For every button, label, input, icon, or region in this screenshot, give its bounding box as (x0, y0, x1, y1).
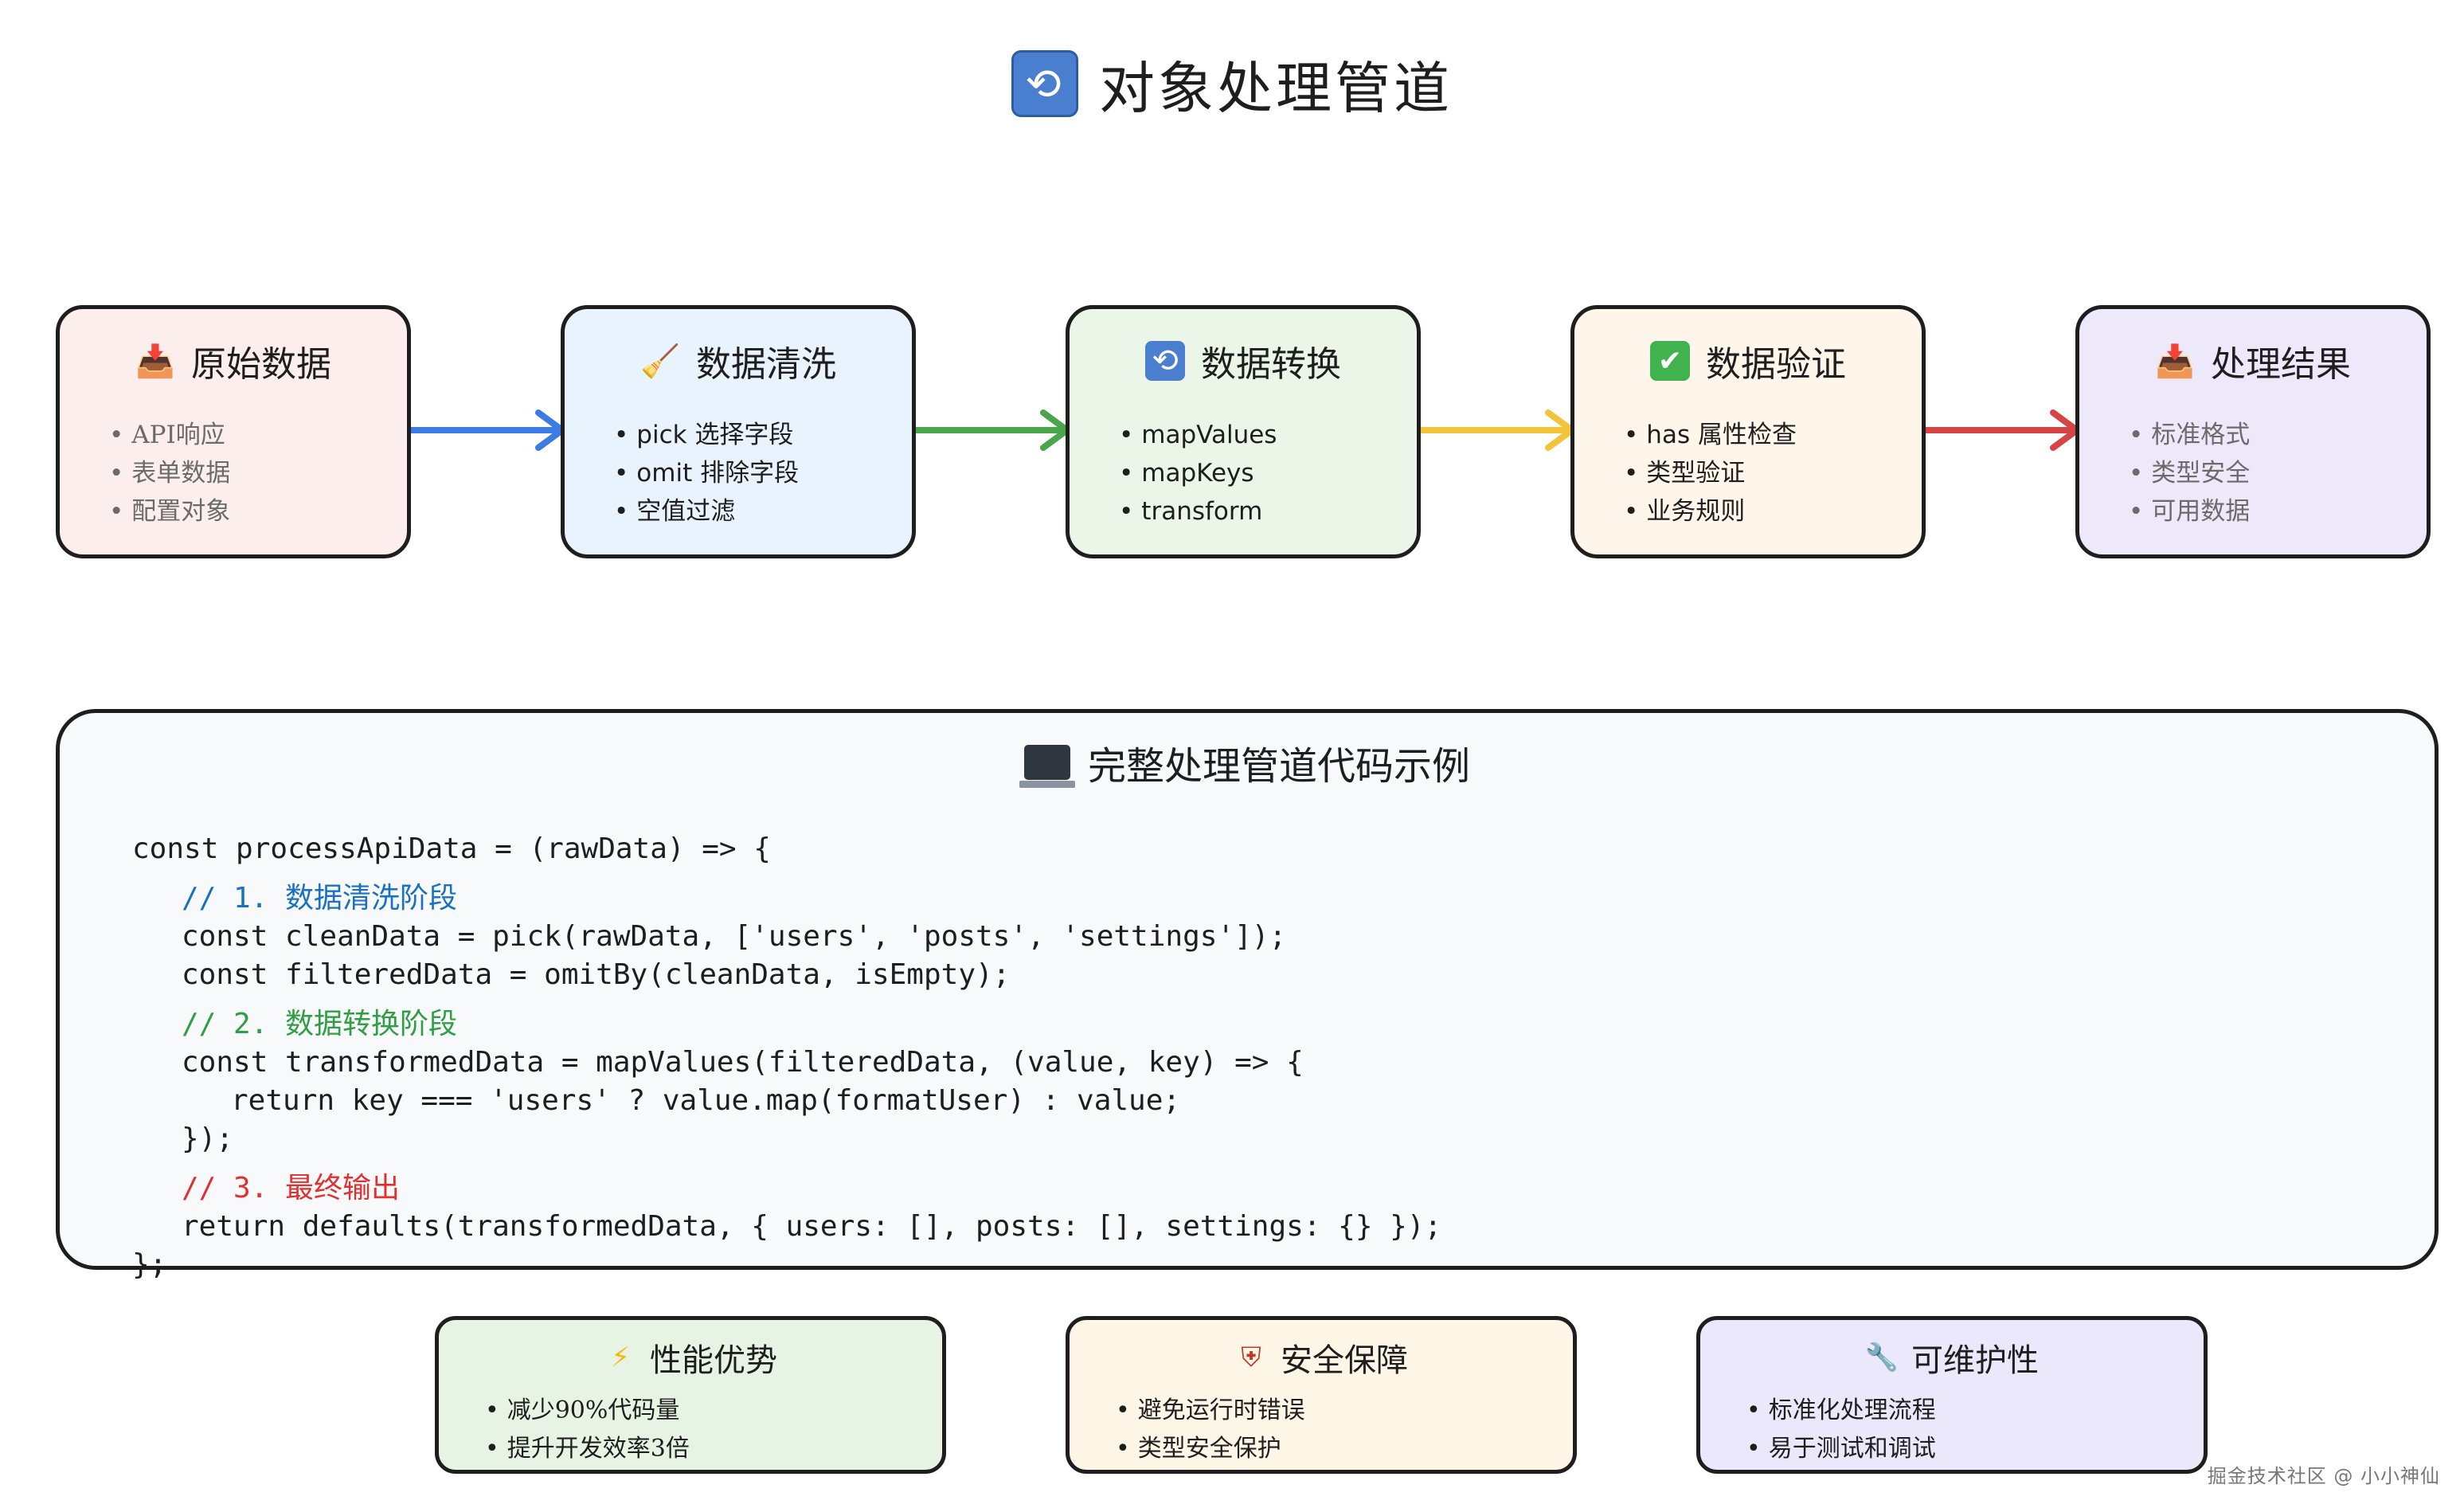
benefit-header: ⚡ 性能优势 (439, 1334, 942, 1381)
list-item: mapValues (1119, 416, 1417, 454)
list-item: mapKeys (1119, 454, 1417, 492)
benefit-items: 标准化处理流程 易于测试和调试 (1700, 1392, 2204, 1468)
broom-icon: 🧹 (640, 343, 680, 380)
list-item: 减少90%代码量 (485, 1392, 942, 1430)
list-item: 空值过滤 (614, 492, 912, 531)
code-line: const cleanData = pick(rawData, ['users'… (182, 920, 1287, 953)
check-mark-icon: ✔ (1650, 341, 1690, 381)
list-item: pick 选择字段 (614, 416, 912, 454)
benefit-header: 🔧 可维护性 (1700, 1334, 2204, 1381)
stage-header: ✔ 数据验证 (1574, 333, 1922, 389)
shield-icon: ⛨ (1241, 1342, 1261, 1373)
stage-data-cleaning: 🧹 数据清洗 pick 选择字段 omit 排除字段 空值过滤 (561, 305, 916, 558)
stage-title: 原始数据 (191, 344, 331, 385)
code-comment: // 1. 数据清洗阶段 (182, 882, 458, 915)
wrench-icon: 🔧 (1864, 1342, 1899, 1373)
stage-result: 📥 处理结果 标准格式 类型安全 可用数据 (2075, 305, 2431, 558)
list-item: 表单数据 (109, 454, 407, 492)
list-item: 业务规则 (1624, 492, 1922, 531)
code-line: const filteredData = omitBy(cleanData, i… (182, 958, 1011, 991)
stage-title: 数据验证 (1706, 344, 1846, 385)
stage-title: 数据清洗 (696, 344, 836, 385)
code-line: return defaults(transformedData, { users… (182, 1210, 1442, 1243)
stage-items: has 属性检查 类型验证 业务规则 (1574, 416, 1922, 531)
list-item: 提升开发效率3倍 (485, 1430, 942, 1468)
code-comment: // 3. 最终输出 (182, 1172, 401, 1205)
code-line: const transformedData = mapValues(filter… (182, 1046, 1304, 1079)
code-line: }; (132, 1248, 167, 1281)
flow-arrow (1926, 406, 2082, 454)
benefit-items: 减少90%代码量 提升开发效率3倍 (439, 1392, 942, 1468)
list-item: 类型验证 (1624, 454, 1922, 492)
benefit-safety: ⛨ 安全保障 避免运行时错误 类型安全保护 (1066, 1316, 1577, 1474)
benefit-performance: ⚡ 性能优势 减少90%代码量 提升开发效率3倍 (435, 1316, 946, 1474)
benefit-maintainability: 🔧 可维护性 标准化处理流程 易于测试和调试 (1696, 1316, 2208, 1474)
benefit-title: 安全保障 (1281, 1342, 1408, 1379)
benefit-items: 避免运行时错误 类型安全保护 (1070, 1392, 1573, 1468)
stage-title: 数据转换 (1201, 344, 1341, 385)
list-item: 避免运行时错误 (1116, 1392, 1573, 1430)
flow-arrow (411, 406, 567, 454)
code-panel-header: 完整处理管道代码示例 (60, 731, 2435, 794)
code-block: const processApiData = (rawData) => { //… (132, 830, 2410, 1284)
flow-arrow (916, 406, 1072, 454)
page-title: ⟲ 对象处理管道 (0, 40, 2464, 127)
stage-items: API响应 表单数据 配置对象 (60, 416, 407, 531)
list-item: 标准化处理流程 (1746, 1392, 2204, 1430)
code-panel: 完整处理管道代码示例 (56, 709, 2439, 1270)
inbox-tray-icon: 📥 (2155, 343, 2195, 380)
stage-header: ⟲ 数据转换 (1070, 333, 1417, 389)
list-item: 标准格式 (2129, 416, 2427, 454)
code-line: }); (182, 1122, 234, 1155)
list-item: 类型安全保护 (1116, 1430, 1573, 1468)
list-item: transform (1119, 492, 1417, 531)
list-item: omit 排除字段 (614, 454, 912, 492)
laptop-icon (1019, 745, 1075, 788)
stage-header: 📥 处理结果 (2079, 333, 2427, 389)
stage-data-transform: ⟲ 数据转换 mapValues mapKeys transform (1066, 305, 1421, 558)
list-item: 易于测试和调试 (1746, 1430, 2204, 1468)
stage-items: mapValues mapKeys transform (1070, 416, 1417, 531)
counterclockwise-arrows-icon: ⟲ (1011, 50, 1078, 117)
inbox-tray-icon: 📥 (135, 343, 175, 380)
list-item: 类型安全 (2129, 454, 2427, 492)
stage-items: 标准格式 类型安全 可用数据 (2079, 416, 2427, 531)
stage-header: 📥 原始数据 (60, 333, 407, 389)
stage-data-validation: ✔ 数据验证 has 属性检查 类型验证 业务规则 (1570, 305, 1926, 558)
code-panel-title: 完整处理管道代码示例 (1087, 744, 1470, 789)
code-line: return key === 'users' ? value.map(forma… (231, 1084, 1181, 1117)
stage-items: pick 选择字段 omit 排除字段 空值过滤 (565, 416, 912, 531)
benefit-title: 性能优势 (650, 1342, 777, 1379)
stage-title: 处理结果 (2211, 344, 2351, 385)
watermark: 掘金技术社区 @ 小小神仙 (2207, 1465, 2440, 1487)
list-item: has 属性检查 (1624, 416, 1922, 454)
code-comment: // 2. 数据转换阶段 (182, 1008, 458, 1040)
flow-arrow (1421, 406, 1577, 454)
benefit-header: ⛨ 安全保障 (1070, 1334, 1573, 1381)
counterclockwise-arrows-icon: ⟲ (1145, 341, 1185, 381)
list-item: 可用数据 (2129, 492, 2427, 531)
lightning-icon: ⚡ (611, 1342, 630, 1373)
list-item: API响应 (109, 416, 407, 454)
stage-header: 🧹 数据清洗 (565, 333, 912, 389)
benefit-title: 可维护性 (1911, 1342, 2039, 1379)
code-line: const processApiData = (rawData) => { (132, 832, 771, 865)
stage-raw-data: 📥 原始数据 API响应 表单数据 配置对象 (56, 305, 411, 558)
list-item: 配置对象 (109, 492, 407, 531)
page-title-text: 对象处理管道 (1099, 55, 1453, 121)
